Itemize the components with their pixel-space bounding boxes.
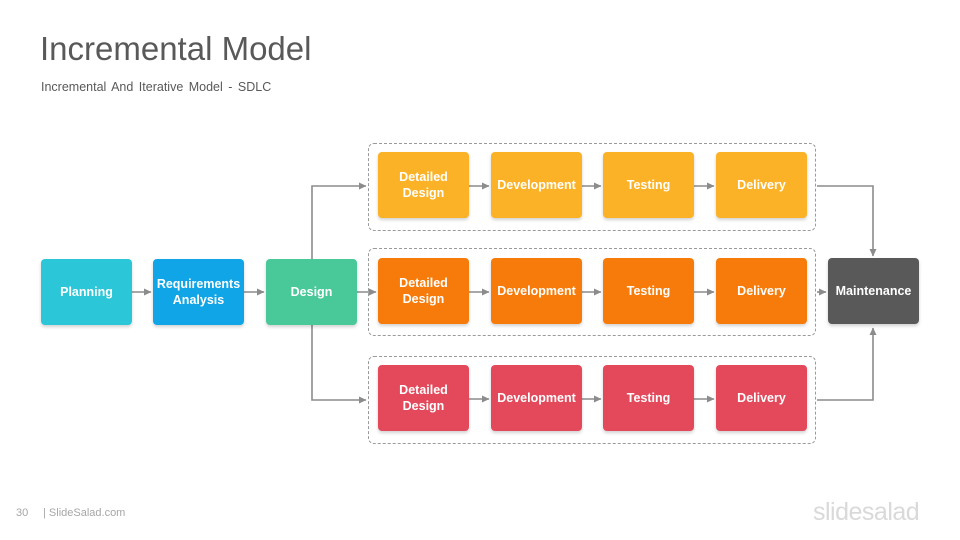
row1-detailed-design-box: Detailed Design <box>378 152 469 218</box>
detailed-design-line1: Detailed <box>399 276 448 290</box>
row3-delivery-box: Delivery <box>716 365 807 431</box>
maintenance-box: Maintenance <box>828 258 919 324</box>
increment-group-1 <box>368 143 816 231</box>
row3-development-box: Development <box>491 365 582 431</box>
row2-delivery-box: Delivery <box>716 258 807 324</box>
delivery-label: Delivery <box>737 391 786 405</box>
arrow-row3-to-maintenance <box>817 327 877 401</box>
planning-label: Planning <box>60 285 113 299</box>
row1-testing-box: Testing <box>603 152 694 218</box>
slide-title: Incremental Model <box>40 30 312 67</box>
testing-label: Testing <box>626 178 671 192</box>
slidesalad-logo: slidesalad <box>813 498 920 526</box>
increment-group-3 <box>368 356 816 444</box>
maintenance-label: Maintenance <box>835 284 912 298</box>
requirements-analysis-box: Requirements Analysis <box>153 259 244 325</box>
detailed-design-line1: Detailed <box>399 170 448 184</box>
design-label: Design <box>290 285 333 299</box>
arrow-design-to-row3 <box>311 325 367 404</box>
footer-site-link[interactable]: | SlideSalad.com <box>43 507 126 519</box>
testing-label: Testing <box>626 391 671 405</box>
development-label: Development <box>497 178 576 192</box>
arrow-design-to-row1 <box>311 182 367 259</box>
development-label: Development <box>497 391 576 405</box>
detailed-design-line2: Design <box>402 186 445 200</box>
slide-subtitle: Incremental And Iterative Model - SDLC <box>41 80 272 94</box>
row3-testing-box: Testing <box>603 365 694 431</box>
row3-detailed-design-box: Detailed Design <box>378 365 469 431</box>
row2-development-box: Development <box>491 258 582 324</box>
detailed-design-line2: Design <box>402 292 445 306</box>
delivery-label: Delivery <box>737 178 786 192</box>
row2-testing-box: Testing <box>603 258 694 324</box>
detailed-design-line2: Design <box>402 399 445 413</box>
design-box: Design <box>266 259 357 325</box>
detailed-design-line1: Detailed <box>399 383 448 397</box>
row2-detailed-design-box: Detailed Design <box>378 258 469 324</box>
page-number: 30 <box>16 507 29 519</box>
delivery-label: Delivery <box>737 284 786 298</box>
requirements-label-line1: Requirements <box>156 277 241 291</box>
testing-label: Testing <box>626 284 671 298</box>
planning-box: Planning <box>41 259 132 325</box>
row1-development-box: Development <box>491 152 582 218</box>
arrow-row1-to-maintenance <box>817 185 877 257</box>
requirements-label-line2: Analysis <box>172 293 225 307</box>
development-label: Development <box>497 284 576 298</box>
increment-group-2 <box>368 248 816 336</box>
row1-delivery-box: Delivery <box>716 152 807 218</box>
